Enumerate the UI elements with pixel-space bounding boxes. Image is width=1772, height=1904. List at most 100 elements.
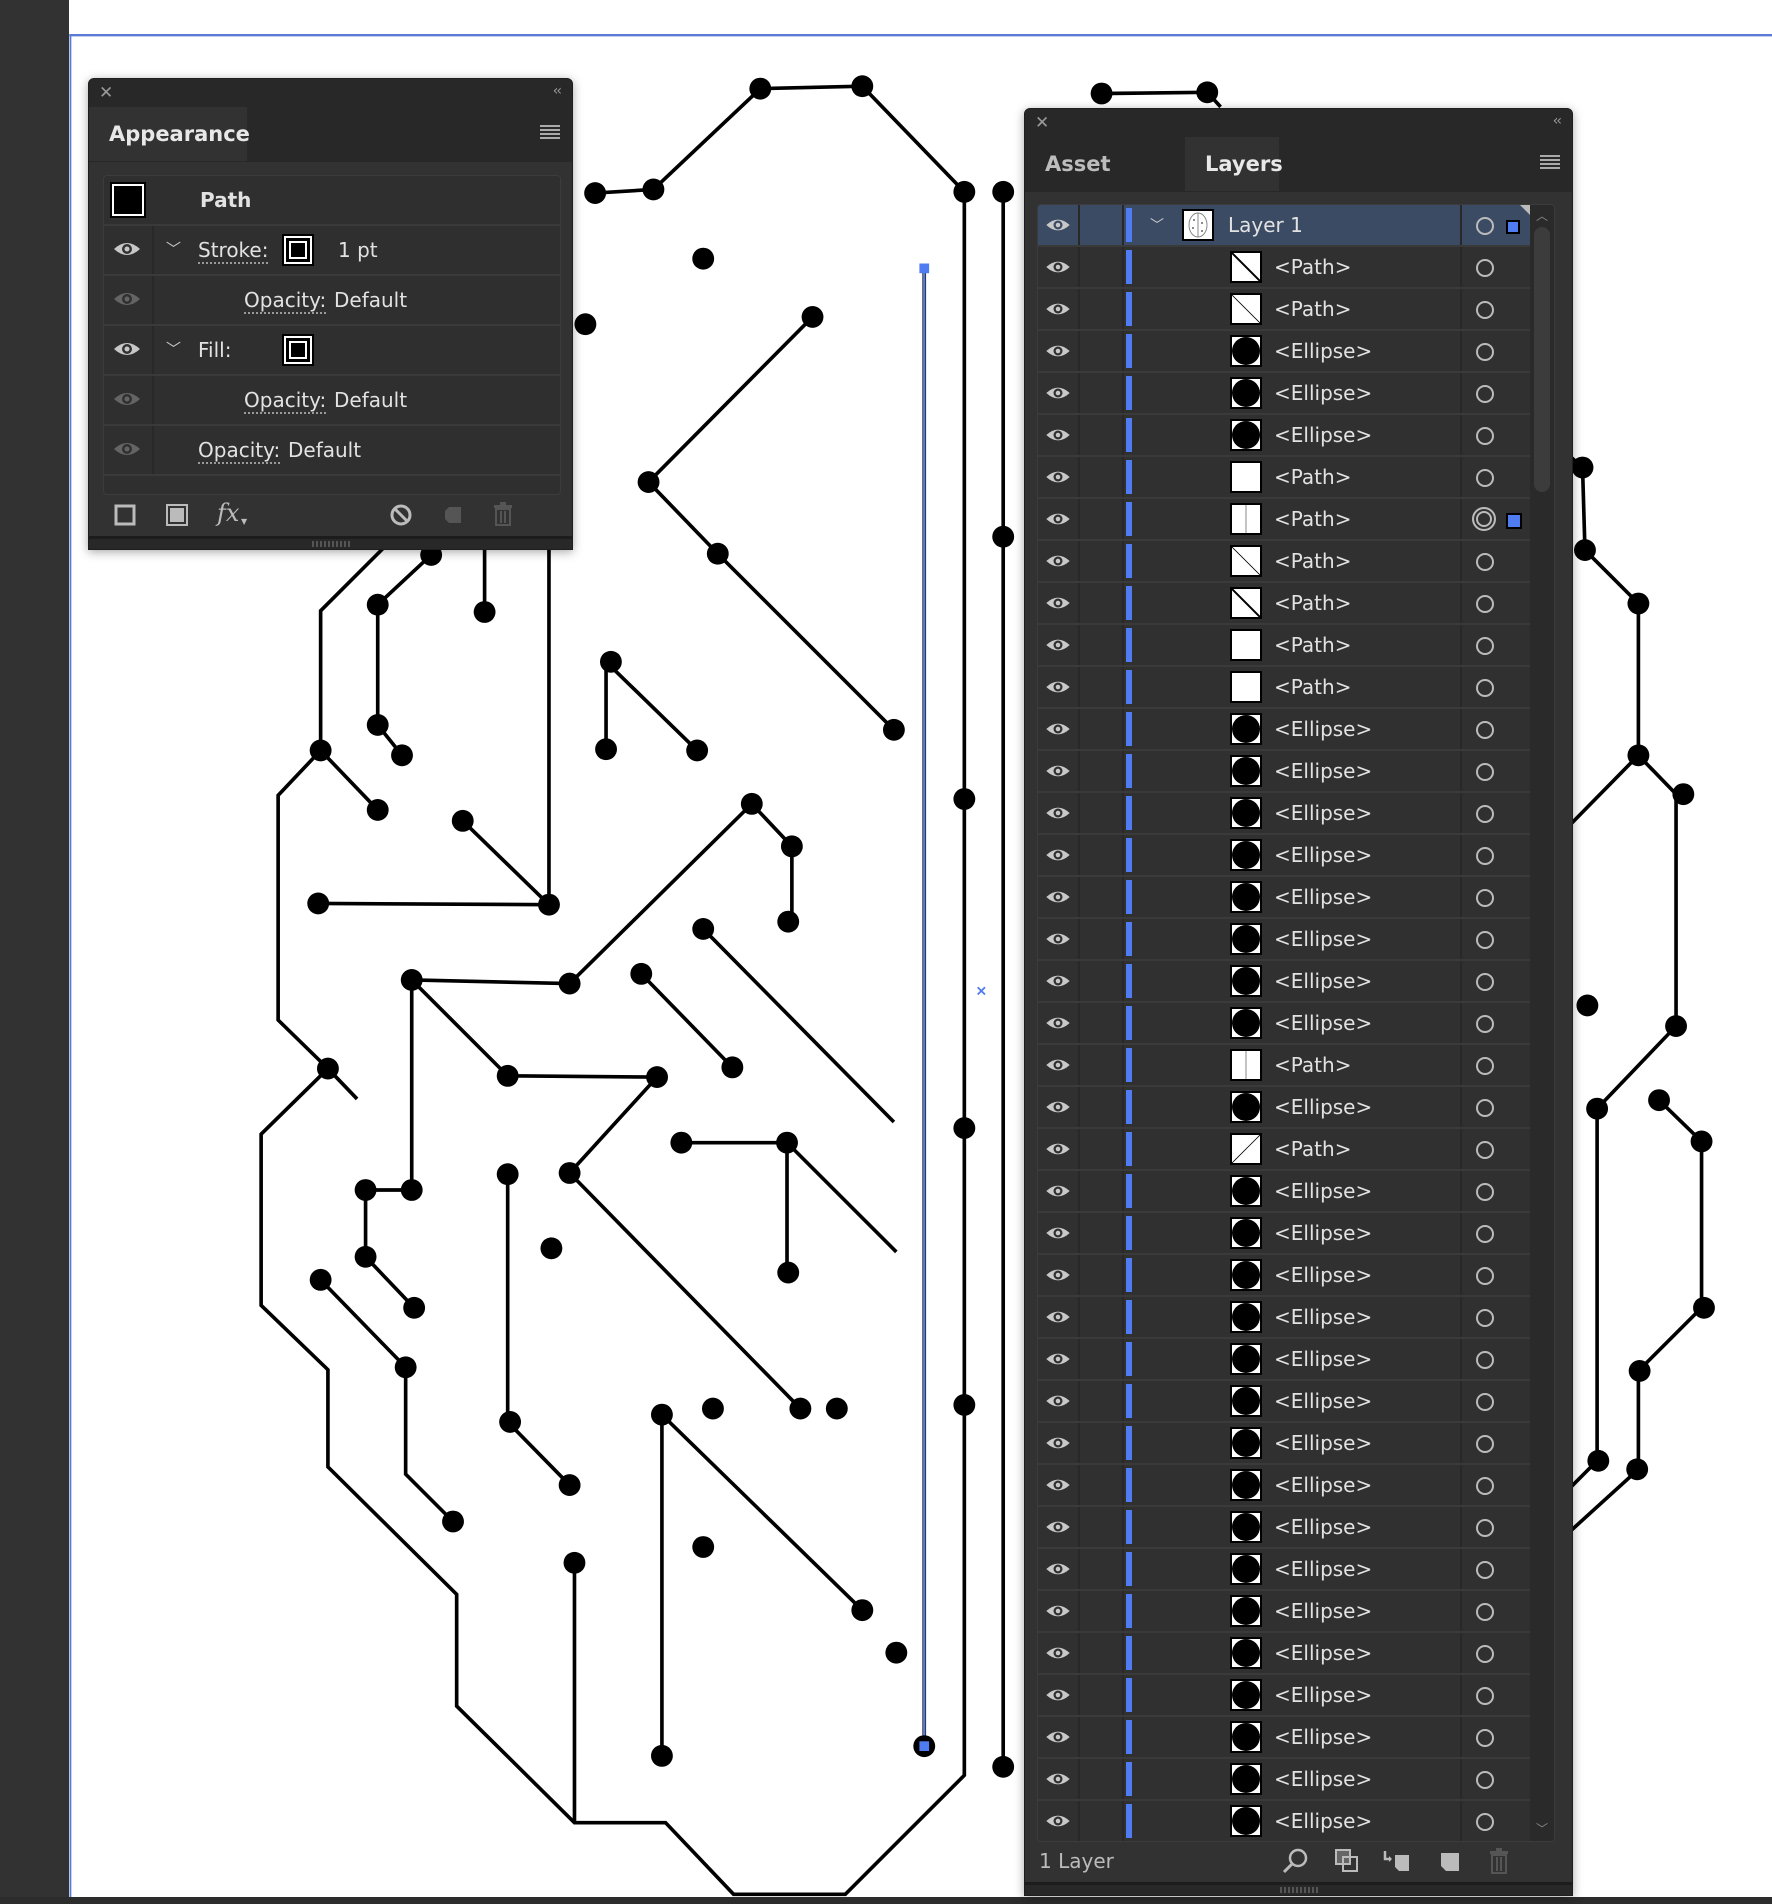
create-new-layer-icon[interactable] [1435,1847,1463,1875]
target-icon[interactable] [1476,1645,1494,1663]
layer-item-ellipse[interactable]: <Ellipse> [1038,1381,1530,1423]
lock-toggle[interactable] [1080,1003,1124,1043]
item-name[interactable]: <Path> [1274,675,1352,699]
target-icon[interactable] [1476,259,1494,277]
visibility-toggle[interactable] [1038,877,1080,917]
target-cell[interactable] [1460,1549,1532,1589]
item-name[interactable]: <Ellipse> [1274,1809,1373,1833]
lock-toggle[interactable] [1080,1465,1124,1505]
item-name[interactable]: <Ellipse> [1274,1389,1373,1413]
target-icon[interactable] [1476,469,1494,487]
target-icon[interactable] [1476,847,1494,865]
layer-item-ellipse[interactable]: <Ellipse> [1038,1801,1530,1841]
visibility-toggle[interactable] [1038,1717,1080,1757]
target-cell[interactable] [1460,247,1532,287]
lock-toggle[interactable] [1080,1381,1124,1421]
lock-toggle[interactable] [1080,1549,1124,1589]
selected-path[interactable] [913,263,936,1758]
visibility-toggle[interactable] [1038,1633,1080,1673]
stroke-row[interactable]: ﹀ Stroke: 1 pt [104,226,560,276]
lock-toggle[interactable] [1080,1423,1124,1463]
lock-toggle[interactable] [1080,1717,1124,1757]
lock-toggle[interactable] [1080,373,1124,413]
layer-item-path[interactable]: <Path> [1038,583,1530,625]
panel-titlebar[interactable]: ✕ ‹‹ [89,79,572,107]
target-icon[interactable] [1476,763,1494,781]
lock-toggle[interactable] [1080,1801,1124,1841]
panel-titlebar[interactable]: ✕ ‹‹ [1025,109,1572,137]
visibility-toggle[interactable] [1038,1507,1080,1547]
lock-toggle[interactable] [1080,1591,1124,1631]
layer-item-ellipse[interactable]: <Ellipse> [1038,1213,1530,1255]
lock-toggle[interactable] [1080,205,1124,245]
lock-toggle[interactable] [1080,1633,1124,1673]
layer-item-path[interactable]: <Path> [1038,247,1530,289]
lock-toggle[interactable] [1080,835,1124,875]
target-cell[interactable] [1460,1171,1532,1211]
target-icon[interactable] [1476,217,1494,235]
target-icon[interactable] [1476,1351,1494,1369]
lock-toggle[interactable] [1080,331,1124,371]
visibility-toggle[interactable] [1038,709,1080,749]
target-cell[interactable] [1460,877,1532,917]
tab-layers[interactable]: Layers [1185,137,1283,191]
item-name[interactable]: <Ellipse> [1274,1515,1373,1539]
target-icon[interactable] [1476,1603,1494,1621]
lock-toggle[interactable] [1080,1087,1124,1127]
item-name[interactable]: <Path> [1274,591,1352,615]
target-cell[interactable] [1460,499,1532,539]
layer-item-ellipse[interactable]: <Ellipse> [1038,1675,1530,1717]
target-cell[interactable] [1460,709,1532,749]
visibility-toggle[interactable] [1038,1423,1080,1463]
chevron-down-icon[interactable]: ﹀ [166,240,182,258]
visibility-toggle[interactable] [1038,541,1080,581]
layer-item-ellipse[interactable]: <Ellipse> [1038,373,1530,415]
target-icon[interactable] [1476,1099,1494,1117]
fill-opacity-row[interactable]: Opacity: Default [104,376,560,426]
close-icon[interactable]: ✕ [99,83,114,103]
layer-item-ellipse[interactable]: <Ellipse> [1038,1549,1530,1591]
layer-item-ellipse[interactable]: <Ellipse> [1038,1255,1530,1297]
visibility-toggle[interactable] [1038,835,1080,875]
layer-item-path[interactable]: <Path> [1038,289,1530,331]
anchor-point-bottom[interactable] [919,1741,930,1751]
target-icon[interactable] [1476,1393,1494,1411]
item-name[interactable]: <Path> [1274,465,1352,489]
layer-item-ellipse[interactable]: <Ellipse> [1038,751,1530,793]
target-icon[interactable] [1476,1141,1494,1159]
lock-toggle[interactable] [1080,1507,1124,1547]
item-name[interactable]: <Ellipse> [1274,381,1373,405]
double-chevron-left-icon[interactable]: ‹‹ [1552,113,1562,129]
target-icon[interactable] [1476,1771,1494,1789]
layer-item-ellipse[interactable]: <Ellipse> [1038,1717,1530,1759]
lock-toggle[interactable] [1080,961,1124,1001]
target-cell[interactable] [1460,1339,1532,1379]
item-name[interactable]: <Ellipse> [1274,717,1373,741]
item-name[interactable]: <Path> [1274,297,1352,321]
target-cell[interactable] [1460,1675,1532,1715]
item-name[interactable]: <Path> [1274,507,1352,531]
target-cell[interactable] [1460,961,1532,1001]
target-icon[interactable] [1476,1561,1494,1579]
lock-toggle[interactable] [1080,1297,1124,1337]
lock-toggle[interactable] [1080,1759,1124,1799]
target-cell[interactable] [1460,541,1532,581]
visibility-toggle[interactable] [1038,1213,1080,1253]
visibility-toggle[interactable] [1038,415,1080,455]
target-cell[interactable] [1460,1045,1532,1085]
target-cell[interactable] [1460,667,1532,707]
lock-toggle[interactable] [1080,1171,1124,1211]
item-name[interactable]: <Ellipse> [1274,1221,1373,1245]
clear-appearance-icon[interactable] [389,503,413,527]
create-sublayer-icon[interactable] [1383,1847,1411,1875]
lock-toggle[interactable] [1080,1129,1124,1169]
layer-name[interactable]: Layer 1 [1228,213,1303,237]
target-icon[interactable] [1476,301,1494,319]
visibility-toggle[interactable] [1038,1087,1080,1127]
visibility-toggle[interactable] [1038,1129,1080,1169]
stroke-swatch[interactable] [282,234,314,266]
item-name[interactable]: <Ellipse> [1274,339,1373,363]
layer-item-ellipse[interactable]: <Ellipse> [1038,835,1530,877]
target-icon[interactable] [1476,1813,1494,1831]
